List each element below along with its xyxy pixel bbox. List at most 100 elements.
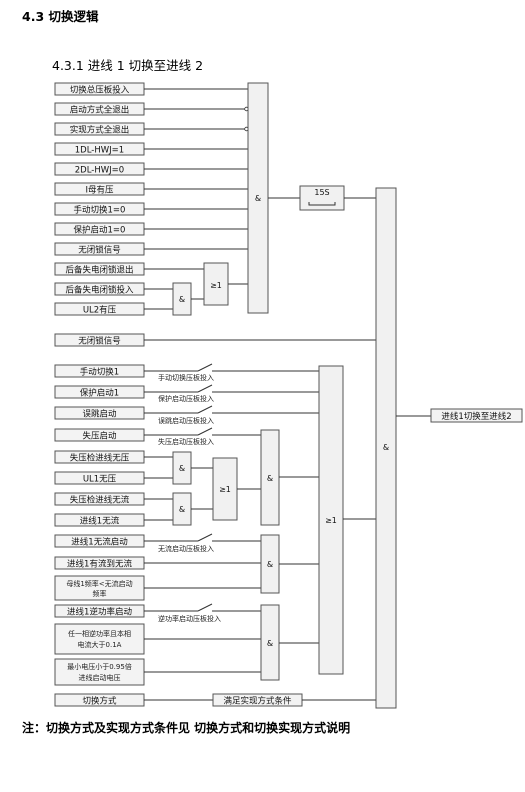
svg-text:&: & [267,639,273,648]
svg-text:无流启动压板投入: 无流启动压板投入 [158,544,214,553]
and-gate-loss-1: & [172,451,192,485]
svg-text:&: & [267,560,273,569]
input-box-23: 进线1有流到无流 [54,556,145,570]
switch-reverse: 逆功率启动压板投入 [144,603,261,623]
and-gate-loss-2: & [172,492,192,526]
svg-text:&: & [255,194,261,203]
input-box-3: 实现方式全退出 [54,122,145,136]
and-gate-final: & [375,187,397,709]
input-label: 切换方式 [82,696,117,707]
input-label: 进线启动电压 [79,673,121,682]
input-box-10: 后备失电闭锁退出 [54,262,145,276]
switch-protect: 保护启动压板投入 [144,384,319,403]
or-gate-loss: ≥1 [212,457,238,521]
svg-text:≥1: ≥1 [219,485,231,494]
input-box-18: 失压检进线无压 [54,450,145,464]
svg-text:逆功率启动压板投入: 逆功率启动压板投入 [158,614,221,623]
input-label: 后备失电闭锁退出 [65,265,133,276]
input-box-20: 失压检进线无流 [54,492,145,506]
svg-text:手动切换压板投入: 手动切换压板投入 [158,373,214,382]
and-gate-noflow: & [260,534,280,594]
and-gate-backup: & [172,282,192,316]
svg-text:保护启动压板投入: 保护启动压板投入 [158,394,214,403]
switch-manual: 手动切换压板投入 [144,363,319,382]
input-box-4: 1DL-HWJ=1 [54,142,145,156]
input-box-15: 保护启动1 [54,385,145,399]
switch-mistrip: 误跳启动压板投入 [144,405,319,425]
input-label: 无闭锁信号 [78,245,121,256]
svg-text:15S: 15S [314,188,329,197]
input-box-5: 2DL-HWJ=0 [54,162,145,176]
switch-voltage-loss: 失压启动压板投入 [144,427,261,446]
input-label: 保护启动1 [80,388,119,399]
svg-text:进线1切换至进线2: 进线1切换至进线2 [441,411,511,422]
input-label: 最小电压小于0.95倍 [67,662,132,671]
input-label: 进线1有流到无流 [67,559,132,570]
footnote: 注：切换方式及实现方式条件见 切换方式和切换实现方式说明 [22,721,351,735]
input-box-11: 后备失电闭锁投入 [54,282,145,296]
subsection-title: 4.3.1 进线 1 切换至进线 2 [52,58,204,73]
input-label: 误跳启动 [82,409,117,420]
input-label: 保护启动1=0 [74,225,126,236]
input-box-14: 手动切换1 [54,364,145,378]
input-label: 无闭锁信号 [78,336,121,347]
input-label: I母有压 [85,185,114,196]
input-box-21: 进线1无流 [54,513,145,527]
section-title: 4.3 切换逻辑 [22,9,99,24]
input-label: 频率 [93,589,107,598]
input-box-9: 无闭锁信号 [54,242,145,256]
input-box-26: 任一相逆功率且本相 电流大于0.1A [54,623,145,655]
and-gate-reverse: & [260,604,280,681]
svg-text:&: & [179,464,185,473]
svg-text:失压启动压板投入: 失压启动压板投入 [158,437,214,446]
input-box-27: 最小电压小于0.95倍 进线启动电压 [54,658,145,686]
svg-text:满足实现方式条件: 满足实现方式条件 [223,696,292,707]
and-gate-main: & [247,82,269,314]
input-label: 手动切换1 [80,367,119,378]
input-label: 手动切换1=0 [74,205,126,216]
input-label: 后备失电闭锁投入 [65,285,134,296]
input-box-13: 无闭锁信号 [54,333,145,347]
svg-text:&: & [267,474,273,483]
svg-text:&: & [383,443,389,452]
input-box-16: 误跳启动 [54,406,145,420]
input-box-17: 失压启动 [54,428,145,442]
svg-text:&: & [179,295,185,304]
input-box-8: 保护启动1=0 [54,222,145,236]
input-label: 母线1频率<无流启动 [66,579,132,588]
input-box-19: UL1无压 [54,471,145,485]
input-label: 1DL-HWJ=1 [75,146,124,156]
input-box-12: UL2有压 [54,302,145,316]
input-label: 失压启动 [82,431,117,442]
input-label: 进线1逆功率启动 [67,607,132,618]
output-box: 进线1切换至进线2 [430,408,523,423]
input-label: 2DL-HWJ=0 [75,166,124,176]
or-gate-start: ≥1 [318,365,344,675]
input-label: 失压检进线无压 [70,453,130,464]
switch-noflow: 无流启动压板投入 [144,533,261,553]
input-box-22: 进线1无流启动 [54,534,145,548]
svg-text:≥1: ≥1 [325,516,337,525]
svg-text:≥1: ≥1 [210,281,222,290]
input-box-25: 进线1逆功率启动 [54,604,145,618]
input-label: 任一相逆功率且本相 [68,629,131,638]
input-box-28: 切换方式 [54,693,145,707]
input-label: 失压检进线无流 [70,495,130,506]
input-box-7: 手动切换1=0 [54,202,145,216]
input-label: 实现方式全退出 [70,125,130,136]
input-label: 进线1无流 [80,516,120,527]
svg-text:误跳启动压板投入: 误跳启动压板投入 [158,416,214,425]
input-label: 启动方式全退出 [70,105,130,116]
input-box-24: 母线1频率<无流启动 频率 [54,575,145,601]
or-gate-backup: ≥1 [203,262,229,306]
input-box-1: 切换总压板投入 [54,82,145,96]
timer-15s: 15S [299,185,345,211]
condition-box: 满足实现方式条件 [212,693,303,707]
input-label: 切换总压板投入 [70,85,130,96]
input-label: 电流大于0.1A [78,640,122,649]
input-label: 进线1无流启动 [71,537,128,548]
input-box-6: I母有压 [54,182,145,196]
input-label: UL1无压 [83,475,117,485]
input-box-2: 启动方式全退出 [54,102,145,116]
